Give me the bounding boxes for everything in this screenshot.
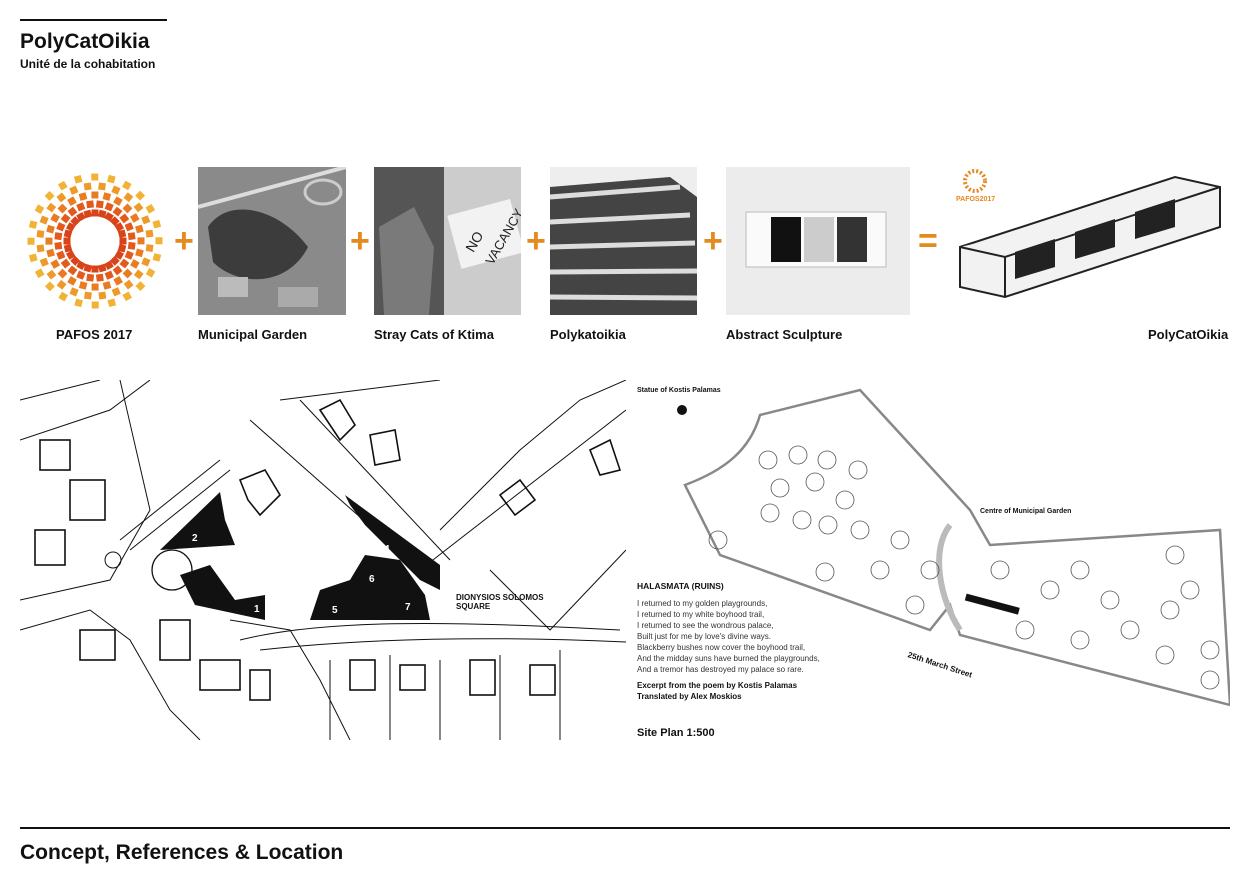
header-rule [20,19,167,21]
poem-line: I returned to my golden playgrounds, [637,599,768,608]
poem-line: And a tremor has destroyed my palace so … [637,665,804,674]
tree-icon [850,520,870,540]
plus-icon: + [350,222,370,260]
plus-icon: + [174,222,194,260]
result-logo-text: PAFOS2017 [956,196,996,203]
board-title: PolyCatOikia [20,30,150,53]
statue-marker-icon [677,405,687,415]
ref-label-sculpture: Abstract Sculpture [726,327,843,342]
poem-line: I returned to my white boyhood trail, [637,610,765,619]
ref-label-result: PolyCatOikia [1148,327,1229,342]
tree-icon [788,445,808,465]
tree-icon [1120,620,1140,640]
plot-3: 3 [227,518,233,529]
centre-label: Centre of Municipal Garden [980,508,1072,515]
footer-rule [20,827,1230,829]
tree-icon [1070,630,1090,650]
poem-line: And the midday suns have burned the play… [637,654,820,663]
tree-icon [818,515,838,535]
ref-label-garden: Municipal Garden [198,327,308,342]
tree-icon [792,510,812,530]
tree-icon [1180,580,1200,600]
tree-icon [815,562,835,582]
tree-icon [920,560,940,580]
plus-icon: + [526,222,546,260]
ref-label-pafos: PAFOS 2017 [56,327,133,342]
tree-icon [1015,620,1035,640]
tree-icon [760,503,780,523]
tree-icon [1040,580,1060,600]
ref-label-polykatoikia: Polykatoikia [550,327,626,342]
aerial-photo-icon [198,167,346,315]
equals-icon: = [918,222,938,260]
poem-block: HALASMATA (RUINS) I returned to my golde… [637,581,820,702]
plot-6: 6 [369,574,375,585]
model-render-icon [955,167,1230,315]
statue-label: Statue of Kostis Palamas [637,387,721,394]
tree-icon [890,530,910,550]
board-subtitle: Unité de la cohabitation [20,57,156,71]
tree-icon [1200,670,1220,690]
tree-icon [835,490,855,510]
tree-icon [905,595,925,615]
tree-icon [1155,645,1175,665]
plot-5: 5 [332,605,338,616]
tree-icon [770,478,790,498]
plus-icon: + [703,222,723,260]
tree-icon [990,560,1010,580]
pafos-logo-icon [20,167,170,315]
tree-icon [708,530,728,550]
tree-icon [805,472,825,492]
tree-icon [1200,640,1220,660]
sculpture-photo-icon [726,167,910,315]
tree-icon [1165,545,1185,565]
plot-7: 7 [405,602,411,613]
ref-label-cats: Stray Cats of Ktima [374,327,494,342]
poem-line: Blackberry bushes now cover the boyhood … [637,643,806,652]
building-photo-icon [550,167,697,315]
tree-icon [758,450,778,470]
poem-title: HALASMATA (RUINS) [637,581,724,591]
plot-2: 2 [192,533,198,544]
poem-line: I returned to see the wondrous palace, [637,621,774,630]
plot-4: 4 [384,544,390,555]
tree-icon [870,560,890,580]
footer-title: Concept, References & Location [20,841,344,864]
garden-plan: Statue of Kostis Palamas Centre of Munic… [630,380,1232,720]
tree-icon [1100,590,1120,610]
tree-icon [1160,600,1180,620]
plot-1: 1 [254,604,260,615]
poem-line: Built just for me by love's divine ways. [637,632,772,641]
site-plan-scale: Site Plan 1:500 [637,727,715,739]
tree-icon [848,460,868,480]
tree-icon [817,450,837,470]
tree-icon [1070,560,1090,580]
